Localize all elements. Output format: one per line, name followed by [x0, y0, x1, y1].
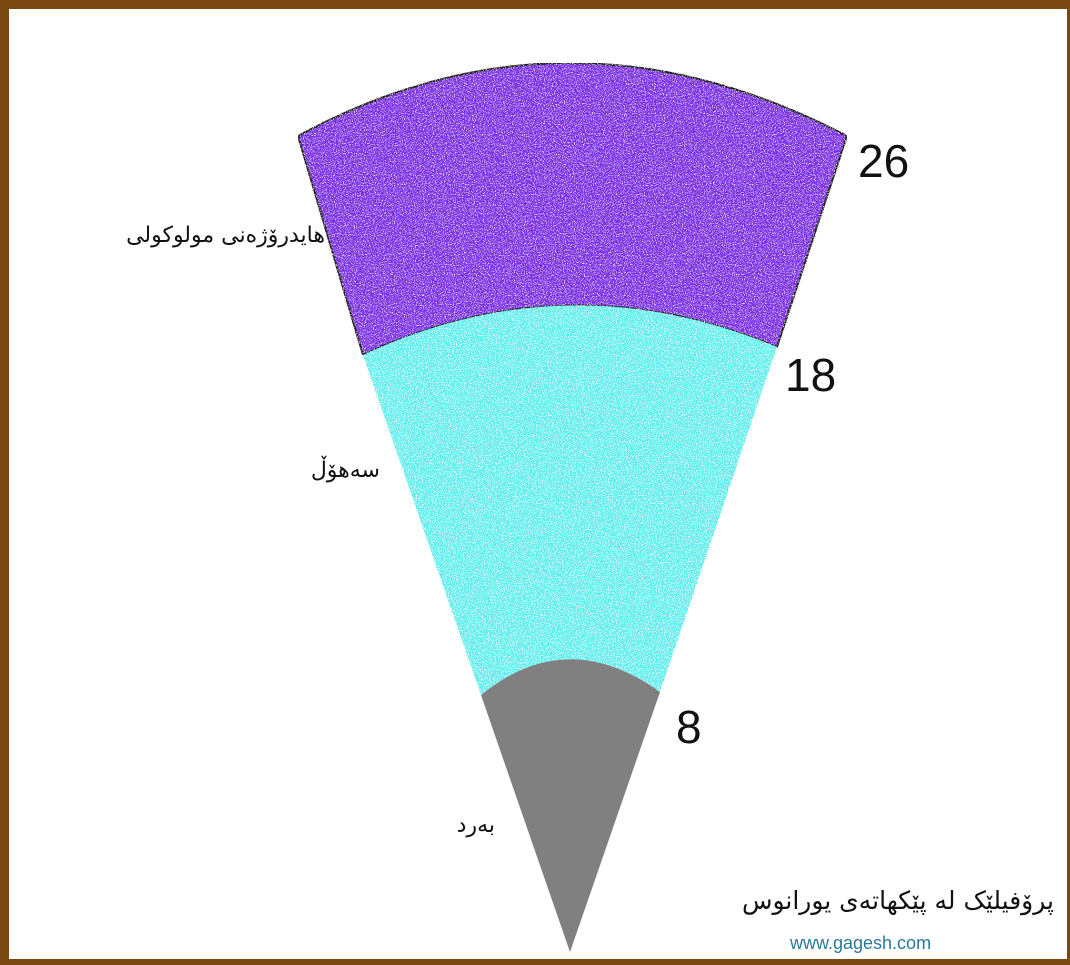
hydrogen-layer-label: هایدرۆژەنی مولوکولی: [126, 223, 325, 248]
core-radius-label: 8: [676, 701, 702, 753]
rock-layer-label: بەرد: [456, 813, 495, 838]
diagram-title: پرۆفیلێک لە پێکهاتەی یورانوس: [741, 886, 1054, 915]
ice-layer: [363, 305, 777, 695]
outer-radius-label: 26: [858, 135, 910, 187]
ice-radius-label: 18: [785, 349, 837, 401]
rock-core-layer: [481, 659, 660, 952]
source-credit: www.gagesh.com: [790, 933, 932, 953]
ice-layer-label: سەهۆڵ: [310, 458, 380, 483]
